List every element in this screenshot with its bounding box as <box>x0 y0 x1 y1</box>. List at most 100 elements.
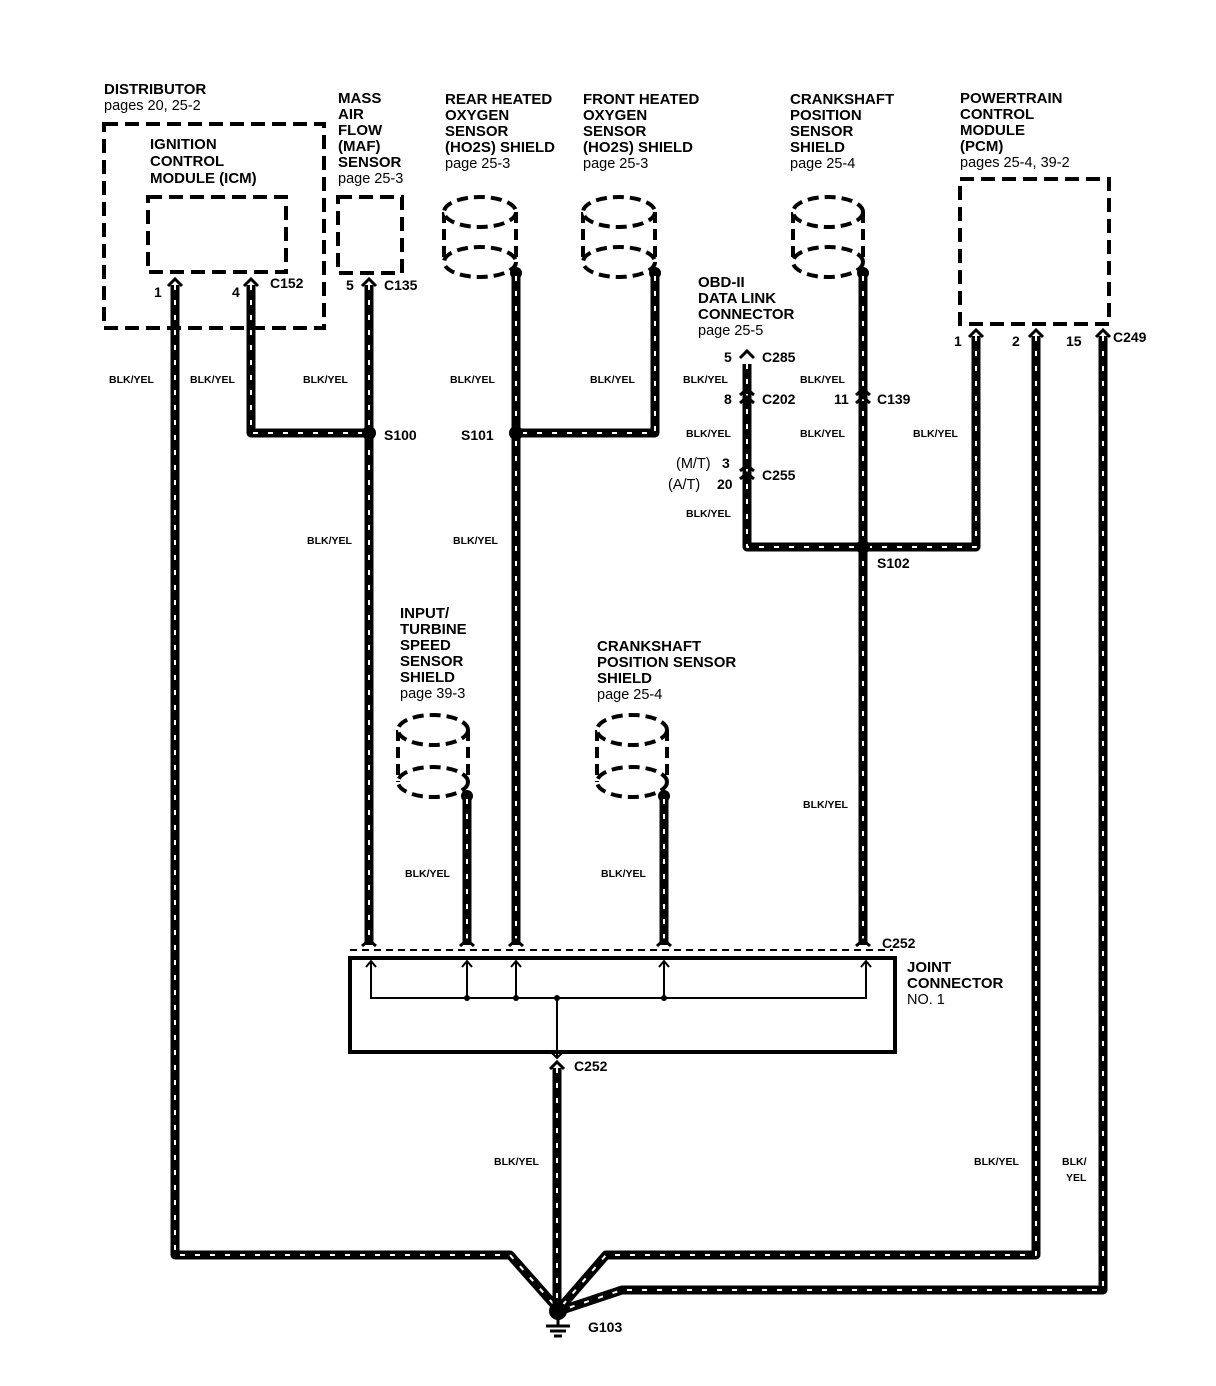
connector-c152: C152 <box>270 275 304 291</box>
wire-color-label: BLK/YEL <box>686 508 732 520</box>
ground-g103-icon <box>546 1302 570 1338</box>
pin-pcm-1: 1 <box>954 333 962 349</box>
icm-box <box>146 195 288 274</box>
splice-s101-icon <box>509 426 523 440</box>
connector-c249: C249 <box>1113 329 1147 345</box>
maf-label-3: FLOW <box>338 122 383 139</box>
obd-label-3: CONNECTOR <box>698 306 795 323</box>
icm-label-2: CONTROL <box>150 153 224 170</box>
front-ho2s-label-1: FRONT HEATED <box>583 91 700 108</box>
ckp-top-label-4: SHIELD <box>790 139 845 156</box>
front-ho2s-label-2: OXYGEN <box>583 107 647 124</box>
pcm-label-3: MODULE <box>960 122 1025 139</box>
tss-ref: page 39-3 <box>400 686 465 702</box>
pcm-box <box>958 177 1111 326</box>
wire-color-label-split-bottom: YEL <box>1066 1172 1087 1184</box>
connector-c202: C202 <box>762 391 796 407</box>
front-ho2s-label-3: SENSOR <box>583 123 647 140</box>
maf-label-5: SENSOR <box>338 154 402 171</box>
front-ho2s-label-4: (HO2S) SHIELD <box>583 139 693 156</box>
wire-color-label: BLK/YEL <box>303 374 349 386</box>
wire-color-label: BLK/YEL <box>307 535 353 547</box>
rear-ho2s-ref: page 25-3 <box>445 156 510 172</box>
joint-label-3: NO. 1 <box>907 992 945 1008</box>
maf-label-1: MASS <box>338 90 381 107</box>
maf-label-2: AIR <box>338 106 364 123</box>
tss-label-1: INPUT/ <box>400 605 450 622</box>
obd-label-1: OBD-II <box>698 274 745 291</box>
ckp-top-label-1: CRANKSHAFT <box>790 91 894 108</box>
tss-label-3: SPEED <box>400 637 451 654</box>
pin-pcm-2: 2 <box>1012 333 1020 349</box>
front-ho2s-ref: page 25-3 <box>583 156 648 172</box>
wire-color-label-split-top: BLK/ <box>1062 1156 1087 1168</box>
rear-ho2s-label-3: SENSOR <box>445 123 509 140</box>
wire-color-label: BLK/YEL <box>800 428 846 440</box>
wire-color-label: BLK/YEL <box>913 428 959 440</box>
pin-mt: (M/T) <box>676 456 711 472</box>
joint-label-1: JOINT <box>907 959 951 976</box>
tss-shield-icon <box>396 713 473 802</box>
wire-color-label: BLK/YEL <box>974 1156 1020 1168</box>
maf-ref: page 25-3 <box>338 171 403 187</box>
connector-c139: C139 <box>877 391 911 407</box>
splice-s100: S100 <box>384 427 417 443</box>
connector-c135: C135 <box>384 277 418 293</box>
pin-obd-5: 5 <box>724 349 732 365</box>
wire-color-label: BLK/YEL <box>683 374 729 386</box>
rear-ho2s-shield-icon <box>442 195 522 279</box>
ckp-top-ref: page 25-4 <box>790 156 855 172</box>
distributor-ref: pages 20, 25-2 <box>104 98 201 114</box>
wire-color-label: BLK/YEL <box>601 868 647 880</box>
front-ho2s-shield-icon <box>581 195 661 279</box>
rear-ho2s-label-2: OXYGEN <box>445 107 509 124</box>
tss-label-4: SENSOR <box>400 653 464 670</box>
splice-s100-icon <box>362 426 376 440</box>
obd-ref: page 25-5 <box>698 323 763 339</box>
wire-color-label: BLK/YEL <box>686 428 732 440</box>
wire-color-label: BLK/YEL <box>190 374 236 386</box>
pcm-label-2: CONTROL <box>960 106 1034 123</box>
splice-s102: S102 <box>877 555 910 571</box>
pin-c202-8: 8 <box>724 391 732 407</box>
connector-c252-top: C252 <box>882 935 916 951</box>
wire-color-label: BLK/YEL <box>453 535 499 547</box>
pin-maf-5: 5 <box>346 277 354 293</box>
tss-label-2: TURBINE <box>400 621 467 638</box>
pcm-label-1: POWERTRAIN <box>960 90 1063 107</box>
ckp-shield-top-icon <box>791 195 869 279</box>
ckp-mid-ref: page 25-4 <box>597 687 662 703</box>
joint-label-2: CONNECTOR <box>907 975 1004 992</box>
pin-mt-3: 3 <box>722 455 730 471</box>
ckp-shield-mid-icon <box>595 713 670 802</box>
ckp-mid-label-1: CRANKSHAFT <box>597 638 701 655</box>
obd-label-2: DATA LINK <box>698 290 776 307</box>
distributor-box <box>102 122 326 330</box>
maf-label-4: (MAF) <box>338 138 380 155</box>
wire-color-label: BLK/YEL <box>803 799 849 811</box>
icm-label-1: IGNITION <box>150 136 217 153</box>
rear-ho2s-label-4: (HO2S) SHIELD <box>445 139 555 156</box>
wire-color-label: BLK/YEL <box>800 374 846 386</box>
wire-color-label: BLK/YEL <box>494 1156 540 1168</box>
maf-sensor-box <box>336 195 404 275</box>
ckp-top-label-2: POSITION <box>790 107 862 124</box>
joint-connector-body <box>348 949 897 1060</box>
connector-c255: C255 <box>762 467 796 483</box>
wire-color-label: BLK/YEL <box>450 374 496 386</box>
pin-c139-11: 11 <box>834 391 849 407</box>
connector-c252-bottom: C252 <box>574 1058 608 1074</box>
pin-at-20: 20 <box>717 476 733 492</box>
pin-icm-1: 1 <box>154 284 162 300</box>
distributor-title: DISTRIBUTOR <box>104 81 206 98</box>
pcm-ref: pages 25-4, 39-2 <box>960 155 1070 171</box>
connector-c285: C285 <box>762 349 796 365</box>
wire-color-label: BLK/YEL <box>405 868 451 880</box>
ckp-top-label-3: SENSOR <box>790 123 854 140</box>
pin-at: (A/T) <box>668 477 700 493</box>
pin-icm-4: 4 <box>232 284 240 300</box>
connector-carets <box>166 276 1112 1071</box>
ckp-mid-label-2: POSITION SENSOR <box>597 654 736 671</box>
pcm-label-4: (PCM) <box>960 138 1003 155</box>
